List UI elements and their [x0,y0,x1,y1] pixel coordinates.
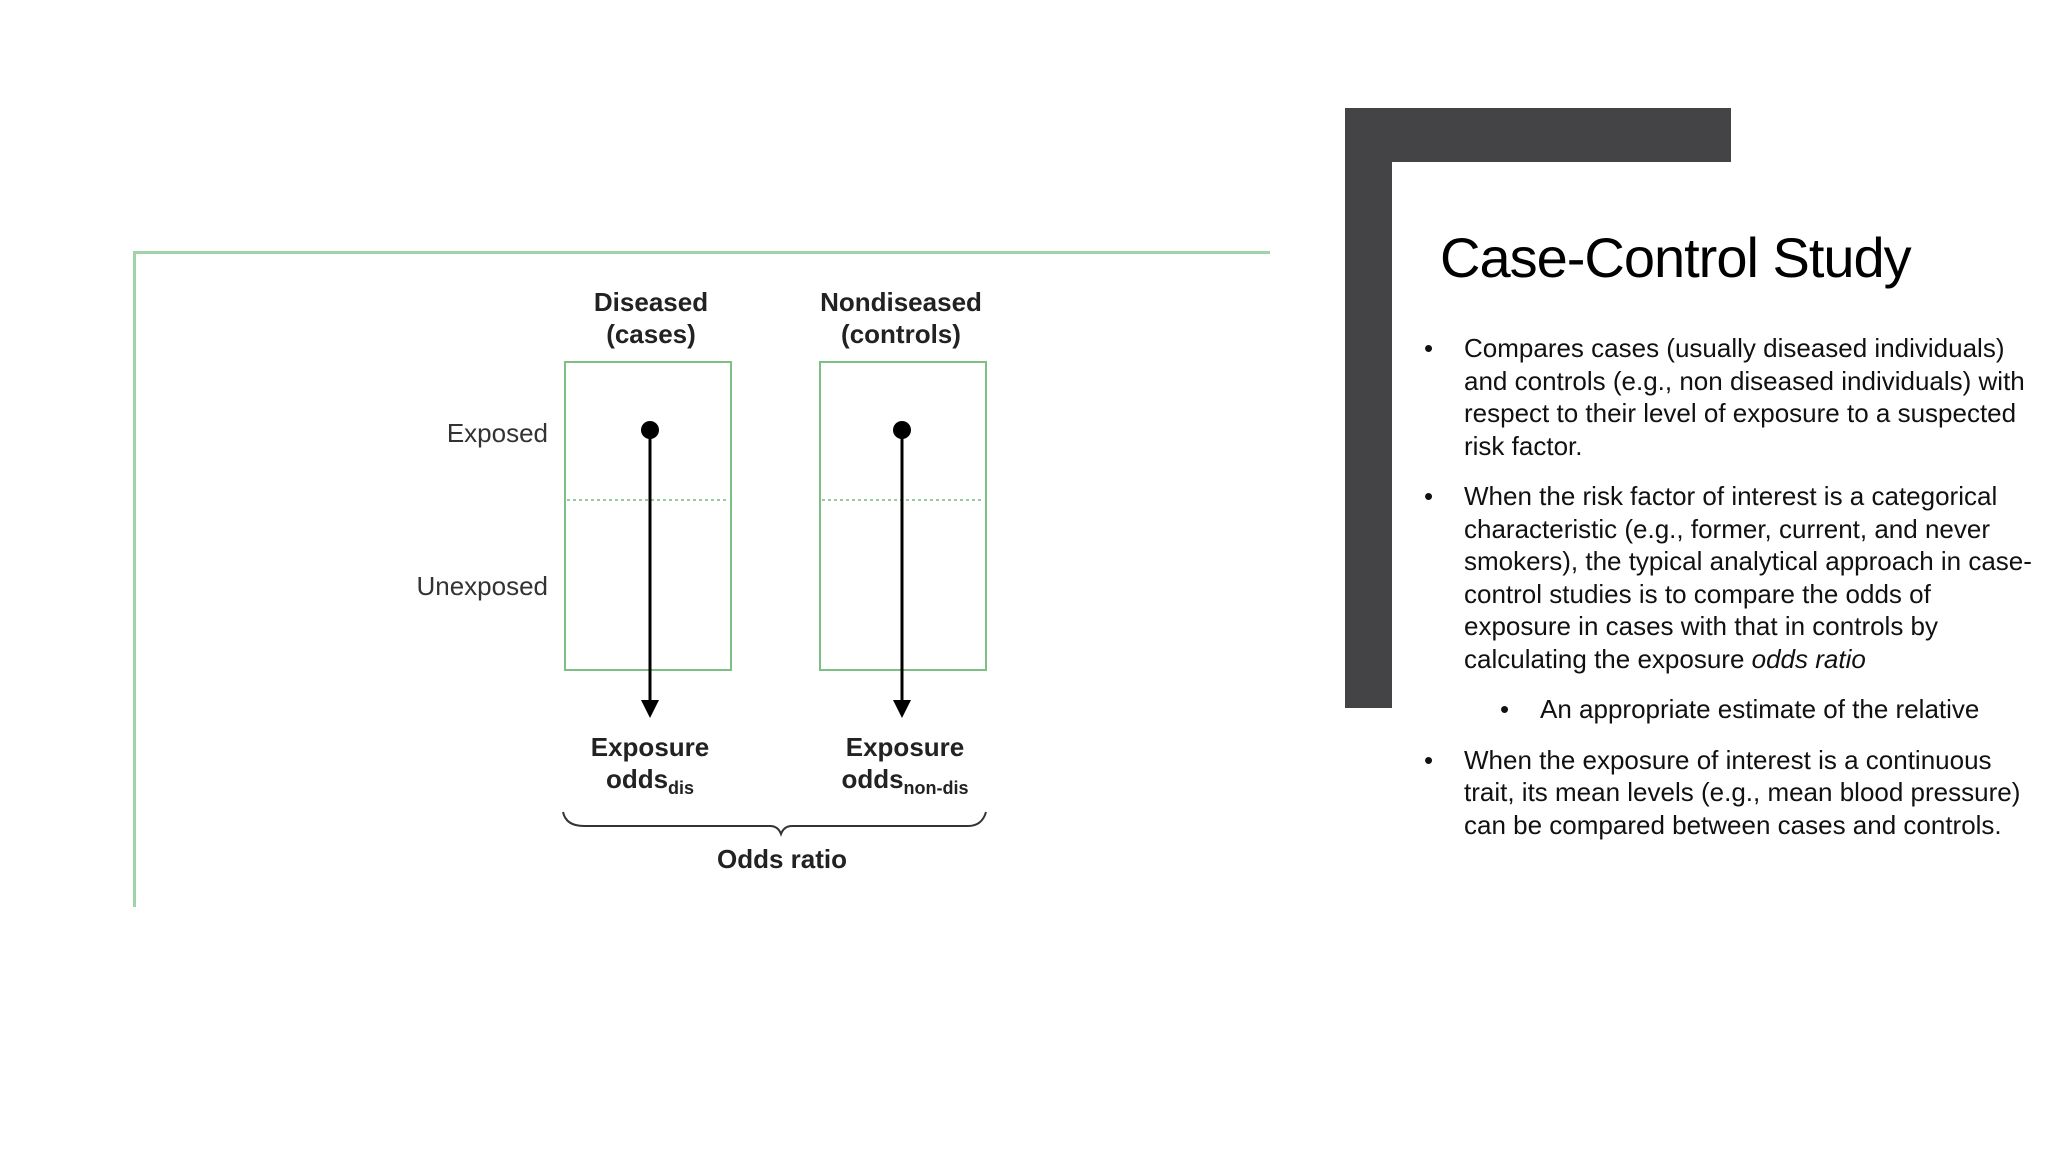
row-label-exposed: Exposed [446,418,548,448]
arrow-controls-head [893,700,911,718]
column-header-nondiseased: Nondiseased (controls) [820,287,982,349]
slide-title: Case-Control Study [1440,226,1912,289]
odds-ratio-label: Odds ratio [716,844,847,874]
bullet-list: Compares cases (usually diseased individ… [1420,332,2040,859]
frame-decoration-left [1345,108,1392,708]
column-header-diseased: Diseased (cases) [593,287,709,349]
bullet-item: When the risk factor of interest is a ca… [1420,480,2040,675]
odds-ratio-brace [562,811,987,837]
row-label-unexposed: Unexposed [416,571,548,601]
box-cases [564,361,732,671]
bullet-item: When the exposure of interest is a conti… [1420,744,2040,842]
sub-bullet-item: An appropriate estimate of the relative [1420,693,2040,726]
diagram-border-top [133,251,1270,254]
foot-exposure-odds-dis: Exposure oddsdis [590,732,710,798]
frame-decoration-top [1345,108,1731,162]
bullet-italic-term: odds ratio [1751,643,1866,674]
bullet-item: Compares cases (usually diseased individ… [1420,332,2040,462]
diagram-border-left [133,251,136,907]
arrow-cases-head [641,700,659,718]
foot-exposure-odds-nondis: Exposure oddsnon-dis [841,732,969,798]
